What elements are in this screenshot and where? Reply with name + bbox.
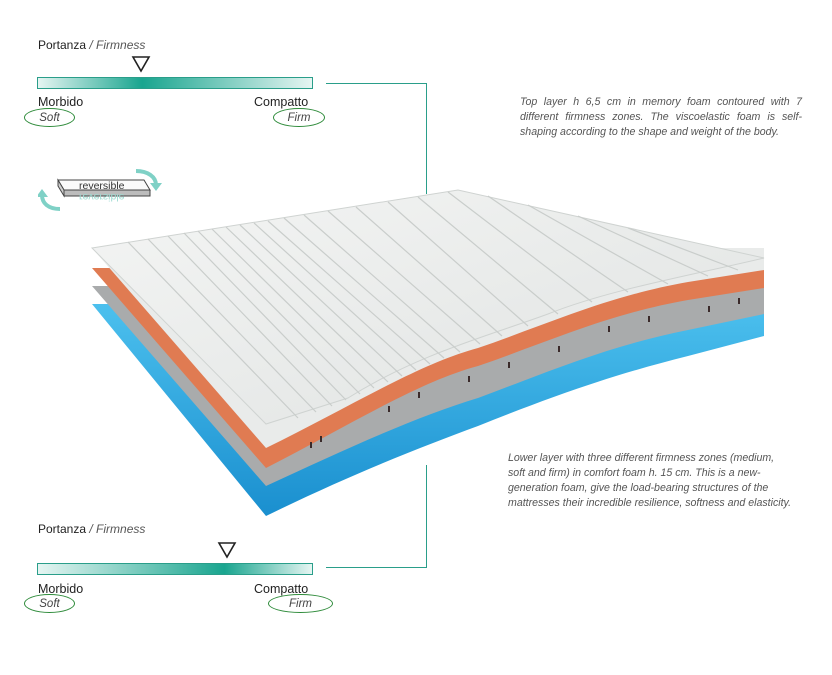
mattress-illustration	[90, 189, 765, 516]
bottom-connector-line	[326, 465, 427, 568]
bottom-firm-oval: Firm	[268, 594, 333, 613]
top-firm-oval: Firm	[273, 108, 325, 127]
reversible-icon	[38, 169, 162, 211]
top-firmness-marker-icon	[131, 56, 151, 73]
bottom-firmness-bar	[37, 563, 313, 575]
bottom-firmness-title-it: Portanza	[38, 522, 87, 536]
bottom-soft-label: Morbido	[38, 582, 84, 596]
top-firmness-title-en: / Firmness	[89, 38, 146, 52]
top-firmness-title: Portanza / Firmness	[38, 38, 145, 52]
bottom-soft-oval: Soft	[24, 594, 75, 613]
top-firmness-title-it: Portanza	[38, 38, 87, 52]
top-soft-oval: Soft	[24, 108, 75, 127]
top-firm-label: Compatto	[254, 95, 309, 109]
top-soft-label: Morbido	[38, 95, 84, 109]
top-layer-description: Top layer h 6,5 cm in memory foam contou…	[520, 96, 802, 138]
top-firmness-bar	[37, 77, 313, 89]
lower-layer-description: Lower layer with three different firmnes…	[508, 452, 792, 509]
bottom-firmness-marker-icon	[217, 542, 237, 559]
bottom-firm-label: Compatto	[254, 582, 309, 596]
bottom-firmness-title-en: / Firmness	[89, 522, 146, 536]
reversible-label: reversible	[79, 180, 125, 192]
bottom-firmness-title: Portanza / Firmness	[38, 522, 145, 536]
top-connector-line	[326, 83, 427, 194]
